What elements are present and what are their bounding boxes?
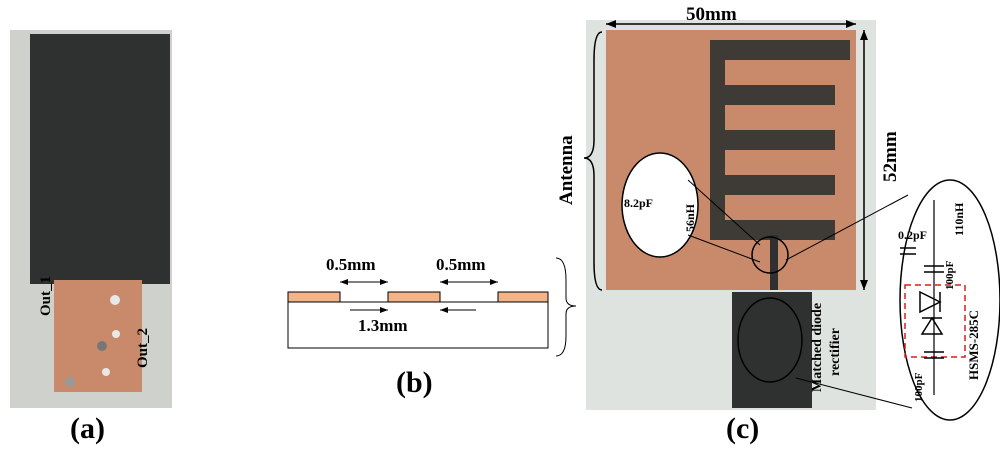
height-52mm-label: 52mm (880, 131, 901, 182)
ind-56nh-label: 56nH (683, 203, 697, 232)
copper-strip-middle (387, 291, 441, 303)
rectifier-label-line2: rectifier (828, 328, 843, 376)
panel-b-label: (b) (396, 366, 433, 399)
cap-8-2pf-label: 8.2pF (624, 196, 654, 210)
gap-dim-1: 0.5mm (326, 255, 376, 274)
panel-a-label: (a) (70, 412, 105, 445)
diode-part-label: HSMS-285C (966, 309, 981, 380)
antenna-label: Antenna (556, 135, 577, 205)
meander-trace (710, 40, 850, 240)
width-dim-1-3: 1.3mm (358, 316, 408, 335)
antenna-rectifier-drawing (583, 20, 1000, 421)
rectifier-label-line1: Matched diode (810, 302, 825, 392)
out1-label: Out_1 (38, 275, 54, 316)
ind-110nh-label: 110nH (952, 202, 966, 236)
width-50mm-label: 50mm (686, 4, 737, 25)
cap-100pf-bottom-label: 100pF (913, 372, 925, 402)
matching-network-bubble (621, 152, 699, 258)
copper-strip-left (287, 291, 341, 303)
out2-label: Out_2 (135, 327, 151, 368)
substrate (287, 301, 549, 349)
cap-100pf-top-label: 100pF (944, 260, 956, 290)
cap-0-2pf-label: 0.2pF (898, 228, 928, 242)
photo-panel-a (10, 30, 172, 408)
gap-dim-2: 0.5mm (436, 255, 486, 274)
dark-substrate (30, 34, 170, 284)
rectifier-board (732, 292, 812, 408)
diode-dashed-box (904, 284, 966, 358)
rectifier-bubble (899, 179, 1000, 421)
cross-section-diagram (287, 257, 577, 357)
copper-pad (54, 280, 142, 392)
copper-strip-right (497, 291, 549, 303)
panel-c-label: (c) (726, 412, 760, 445)
board-a-drawing (10, 30, 172, 408)
